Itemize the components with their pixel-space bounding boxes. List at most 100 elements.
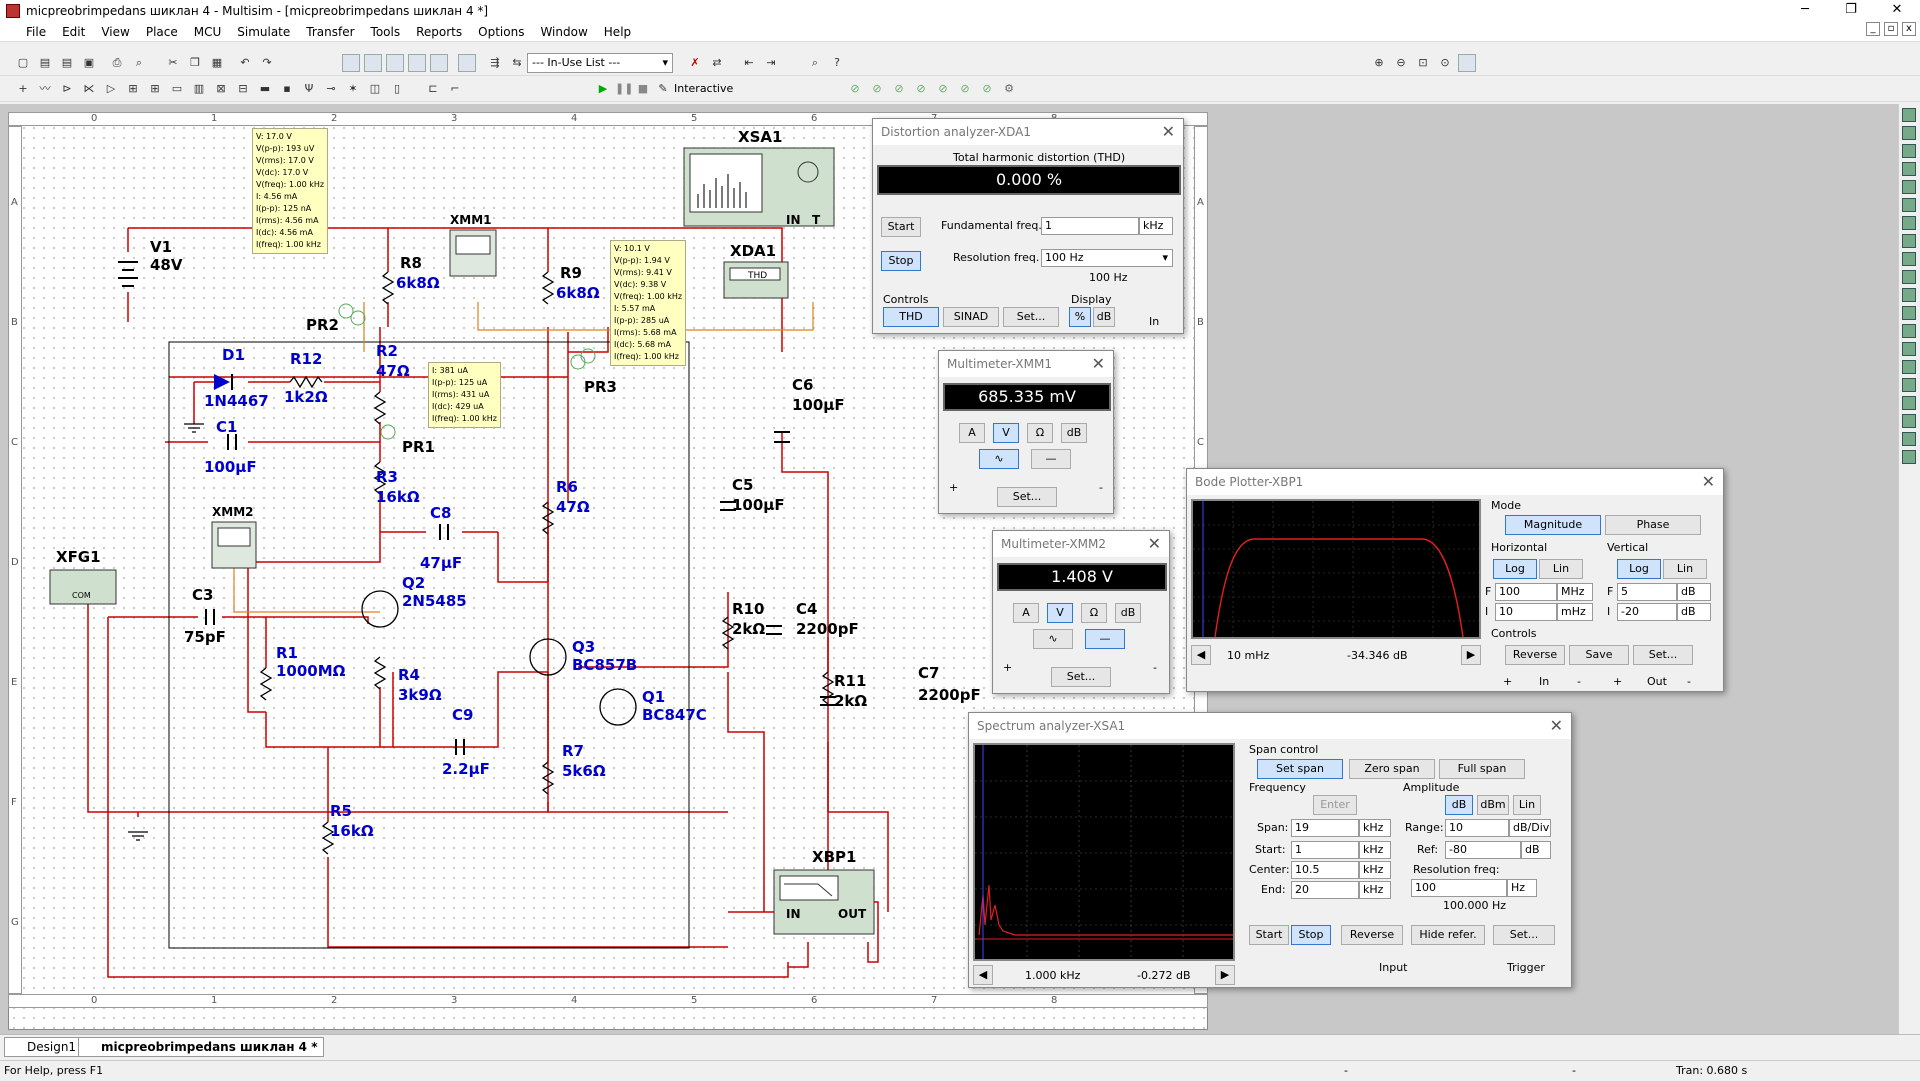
start-button[interactable]: Start: [881, 217, 921, 237]
bode-plotter-xbp1[interactable]: XBP1 IN OUT: [773, 848, 875, 935]
menu-options[interactable]: Options: [478, 24, 525, 39]
pause-icon[interactable]: ❚❚: [615, 82, 634, 95]
forward-annotate-icon[interactable]: ⇥: [766, 56, 776, 69]
distortion-analyzer-xda1[interactable]: THD XDA1: [723, 242, 789, 299]
current-probe-icon[interactable]: [1902, 450, 1916, 464]
reverse-button[interactable]: Reverse: [1505, 645, 1565, 665]
fundamental-freq-unit[interactable]: kHz: [1139, 217, 1173, 235]
misc-digital-icon[interactable]: ▭: [171, 82, 183, 95]
spectrum-screen[interactable]: [973, 743, 1235, 961]
cursor-right-icon[interactable]: ▶: [1461, 645, 1481, 665]
probe-power-icon[interactable]: ⊘: [894, 82, 904, 95]
gear-icon[interactable]: ⚙: [1004, 82, 1014, 95]
logic-analyzer-icon[interactable]: [1902, 270, 1916, 284]
battery-v1[interactable]: V1 48V: [118, 238, 183, 287]
tektronix-oscilloscope-icon[interactable]: [1902, 414, 1916, 428]
power-icon[interactable]: ⊟: [238, 82, 248, 95]
horizontal-log-button[interactable]: Log: [1493, 559, 1537, 579]
span-unit[interactable]: kHz: [1359, 819, 1391, 837]
inuse-icon[interactable]: ⇆: [512, 56, 522, 69]
center-input[interactable]: 10.5: [1291, 861, 1359, 879]
mdi-restore-button[interactable]: ▫: [1884, 22, 1898, 36]
menu-file[interactable]: File: [26, 24, 47, 39]
help-icon[interactable]: ?: [834, 56, 840, 69]
bode-plotter-icon[interactable]: [1902, 198, 1916, 212]
agilent-generator-icon[interactable]: [1902, 360, 1916, 374]
electromechanical-icon[interactable]: ⊸: [326, 82, 336, 95]
ref-unit[interactable]: dB: [1521, 841, 1551, 859]
ammeter-button[interactable]: A: [1013, 603, 1039, 623]
hierarchical-block-icon[interactable]: ⊏: [428, 82, 438, 95]
interactive-label[interactable]: Interactive: [674, 82, 734, 95]
labview-icon[interactable]: [1902, 432, 1916, 446]
source-icon[interactable]: +: [18, 82, 28, 95]
multimeter-xmm1[interactable]: XMM1: [449, 213, 497, 277]
frequency-counter-icon[interactable]: [1902, 216, 1916, 230]
cursor-left-icon[interactable]: ◀: [973, 965, 993, 985]
cursor-right-icon[interactable]: ▶: [1215, 965, 1235, 985]
full-span-button[interactable]: Full span: [1439, 759, 1525, 779]
dc-icon[interactable]: —: [1085, 629, 1125, 649]
stop-button[interactable]: Stop: [881, 251, 921, 271]
cursor-left-icon[interactable]: ◀: [1191, 645, 1211, 665]
network-analyzer-icon[interactable]: [1902, 342, 1916, 356]
agilent-multimeter-icon[interactable]: [1902, 378, 1916, 392]
print-preview-icon[interactable]: ⌕: [135, 56, 143, 69]
component-wizard-icon[interactable]: [458, 54, 476, 72]
maximize-button[interactable]: ❐: [1845, 2, 1857, 17]
thd-button[interactable]: THD: [883, 307, 939, 327]
lin-button[interactable]: Lin: [1513, 795, 1541, 815]
dc-icon[interactable]: —: [1031, 449, 1071, 469]
menu-mcu[interactable]: MCU: [193, 24, 222, 39]
spectrum-analyzer-xsa1[interactable]: XSA1 IN T: [683, 128, 835, 227]
ohmmeter-button[interactable]: Ω: [1081, 603, 1107, 623]
spectrum-analyzer-icon[interactable]: [1902, 324, 1916, 338]
basic-icon[interactable]: 〰: [39, 82, 51, 95]
save-icon[interactable]: ▣: [83, 56, 95, 69]
menu-tools[interactable]: Tools: [370, 24, 401, 39]
menu-reports[interactable]: Reports: [416, 24, 463, 39]
set-button[interactable]: Set...: [1493, 925, 1555, 945]
paste-icon[interactable]: ▦: [211, 56, 223, 69]
analog-icon[interactable]: ▷: [106, 82, 116, 95]
db-button[interactable]: dB: [1061, 423, 1087, 443]
backannotate-icon[interactable]: ⇤: [744, 56, 754, 69]
probe-settings-icon[interactable]: ⊘: [982, 82, 992, 95]
start-unit[interactable]: kHz: [1359, 841, 1391, 859]
set-span-button[interactable]: Set span: [1257, 759, 1343, 779]
transistor-icon[interactable]: ⋉: [83, 82, 95, 95]
function-generator-icon[interactable]: [1902, 126, 1916, 140]
start-input[interactable]: 1: [1291, 841, 1359, 859]
horizontal-lin-button[interactable]: Lin: [1539, 559, 1583, 579]
db-button[interactable]: dB: [1093, 307, 1115, 327]
multimeter-icon[interactable]: [1902, 108, 1916, 122]
close-icon[interactable]: ✕: [1147, 534, 1161, 553]
range-unit[interactable]: dB/Div: [1509, 819, 1551, 837]
close-icon[interactable]: ✕: [1701, 472, 1715, 491]
probe-diff-icon[interactable]: ⊘: [916, 82, 926, 95]
magnitude-button[interactable]: Magnitude: [1505, 515, 1601, 535]
probe-digital-icon[interactable]: ⊘: [960, 82, 970, 95]
range-input[interactable]: 10: [1445, 819, 1509, 837]
bode-screen[interactable]: [1191, 499, 1481, 639]
end-input[interactable]: 20: [1291, 881, 1359, 899]
transfer-icon[interactable]: ⇄: [712, 56, 722, 69]
misc-icon[interactable]: ▬: [259, 82, 271, 95]
bus-icon[interactable]: ⌐: [450, 82, 460, 95]
multimeter-xmm2[interactable]: XMM2: [211, 505, 257, 569]
start-button[interactable]: Start: [1249, 925, 1289, 945]
search-icon[interactable]: ⌕: [811, 56, 819, 69]
voltmeter-button[interactable]: V: [1047, 603, 1073, 623]
zoom-in-icon[interactable]: ⊕: [1374, 56, 1384, 69]
zoom-out-icon[interactable]: ⊖: [1396, 56, 1406, 69]
set-button[interactable]: Set...: [997, 487, 1057, 507]
close-icon[interactable]: ✕: [1091, 354, 1105, 373]
four-channel-oscilloscope-icon[interactable]: [1902, 180, 1916, 194]
rf-icon[interactable]: Ψ: [304, 82, 314, 95]
open-samples-icon[interactable]: ▤: [61, 56, 73, 69]
diode-d1[interactable]: [214, 374, 233, 390]
copy-icon[interactable]: ❐: [190, 56, 200, 69]
menu-transfer[interactable]: Transfer: [306, 24, 355, 39]
minimize-button[interactable]: ─: [1801, 2, 1809, 17]
v-final-unit[interactable]: dB: [1677, 583, 1711, 601]
